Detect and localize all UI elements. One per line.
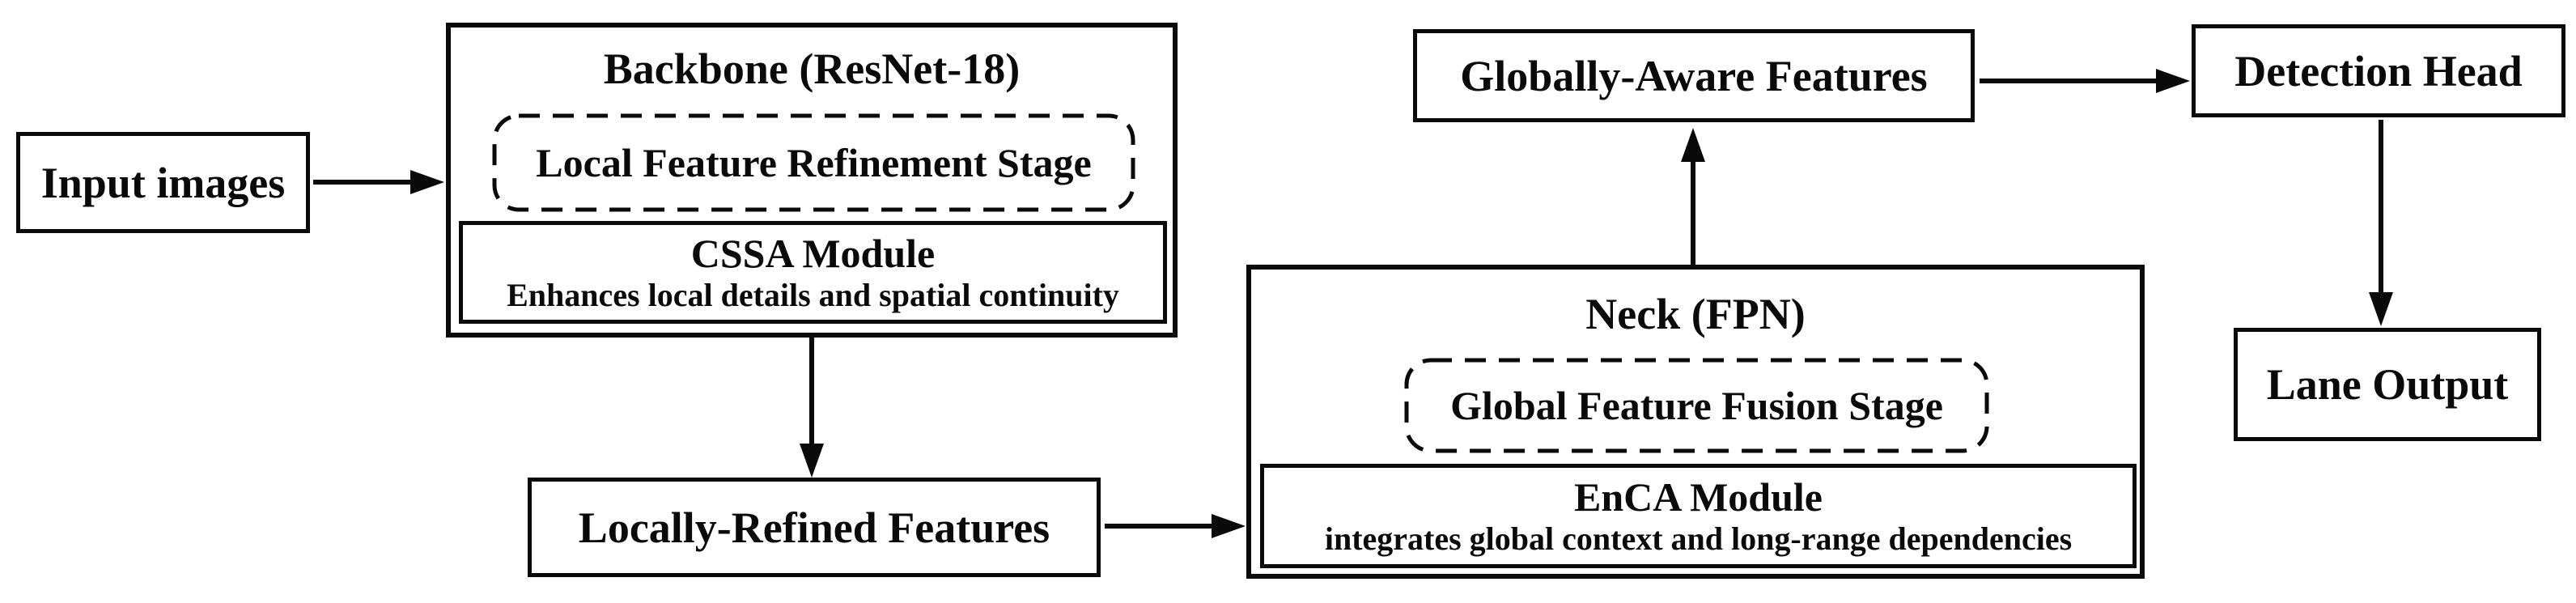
- arrow-input-to-backbone-line: [313, 180, 414, 185]
- enca-module-subtitle: integrates global context and long-range…: [1324, 520, 2073, 557]
- detection-head-label: Detection Head: [2234, 46, 2523, 96]
- enca-module-node: EnCA Module integrates global context an…: [1260, 464, 2137, 568]
- arrow-detection-head-to-lane-output-line: [2379, 120, 2383, 294]
- dashed-border: [492, 113, 1135, 212]
- arrow-locally-refined-to-neck-head-icon: [1212, 514, 1246, 538]
- local-feature-refinement-stage-label: Local Feature Refinement Stage: [536, 140, 1092, 185]
- lane-output-label: Lane Output: [2266, 360, 2509, 409]
- arrow-detection-head-to-lane-output-head-icon: [2369, 292, 2393, 326]
- arrow-backbone-to-locally-refined-line: [809, 338, 814, 446]
- cssa-module-subtitle: Enhances local details and spatial conti…: [507, 276, 1119, 313]
- cssa-module-title: CSSA Module: [690, 230, 936, 276]
- local-feature-refinement-stage: Local Feature Refinement Stage: [492, 113, 1135, 212]
- enca-module-title: EnCA Module: [1573, 473, 1823, 520]
- arrow-locally-refined-to-neck-line: [1105, 524, 1215, 529]
- input-images-label: Input images: [40, 158, 286, 207]
- globally-aware-features-node: Globally-Aware Features: [1413, 29, 1975, 122]
- lane-output-node: Lane Output: [2234, 328, 2541, 441]
- globally-aware-features-label: Globally-Aware Features: [1460, 51, 1928, 100]
- cssa-module-node: CSSA Module Enhances local details and s…: [459, 221, 1167, 324]
- locally-refined-features-node: Locally-Refined Features: [528, 478, 1101, 577]
- detection-head-node: Detection Head: [2192, 24, 2565, 117]
- locally-refined-features-label: Locally-Refined Features: [578, 503, 1050, 552]
- backbone-title: Backbone (ResNet-18): [603, 45, 1021, 93]
- global-feature-fusion-stage: Global Feature Fusion Stage: [1404, 358, 1989, 453]
- dashed-border: [1404, 358, 1989, 453]
- arrow-input-to-backbone-head-icon: [410, 170, 444, 194]
- arrow-neck-to-globally-aware-head-icon: [1681, 128, 1705, 162]
- global-feature-fusion-stage-label: Global Feature Fusion Stage: [1450, 383, 1943, 428]
- arrow-globally-aware-to-detection-head-line: [1980, 79, 2159, 83]
- arrow-globally-aware-to-detection-head-head-icon: [2156, 69, 2190, 93]
- arrow-neck-to-globally-aware-line: [1691, 160, 1695, 266]
- input-images-node: Input images: [16, 132, 310, 233]
- arrow-backbone-to-locally-refined-head-icon: [800, 444, 824, 478]
- neck-title: Neck (FPN): [1585, 290, 1806, 338]
